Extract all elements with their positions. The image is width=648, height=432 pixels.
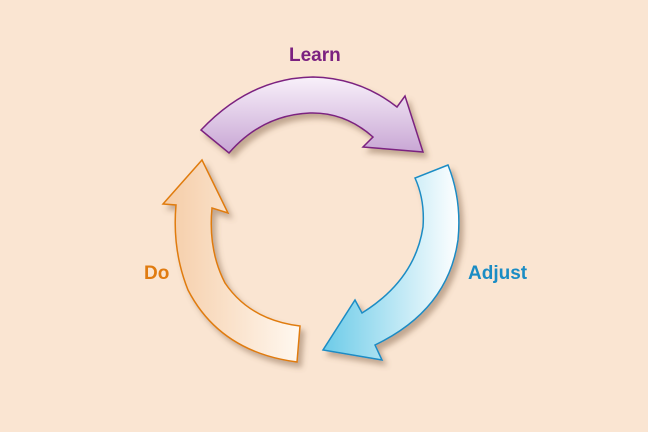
do-arrow [161, 158, 301, 363]
step-label-do: Do [144, 263, 170, 284]
step-label-learn: Learn [289, 45, 341, 66]
adjust-arrow [321, 164, 460, 361]
learn-arrow [199, 76, 425, 155]
step-label-adjust: Adjust [468, 263, 528, 284]
